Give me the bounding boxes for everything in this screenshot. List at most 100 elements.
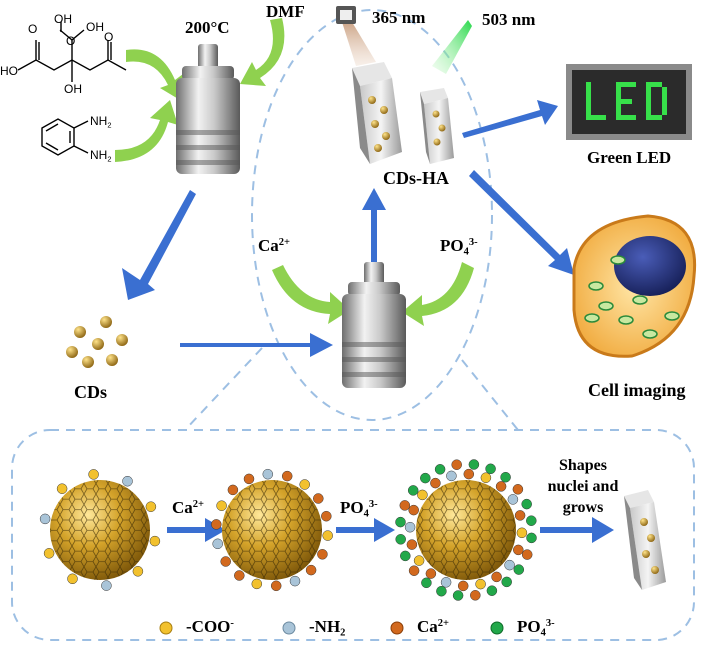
- nh2-group-dot: [440, 577, 452, 588]
- nh2-group-dot: [101, 580, 112, 591]
- temperature-label: 200°C: [185, 18, 230, 37]
- cd-sphere-2: [222, 480, 322, 580]
- calcium-ion-dot: [211, 519, 222, 530]
- uv-lamp-icon: [336, 6, 376, 66]
- phosphate-ion-dot: [526, 532, 537, 544]
- phosphate-ion-dot: [486, 585, 498, 596]
- calcium-ion-dot: [491, 571, 502, 583]
- green-light-icon: [432, 20, 472, 74]
- dmf-label: DMF: [266, 2, 305, 21]
- calcium-ion-dot: [406, 539, 418, 550]
- mechanism-box: [11, 429, 695, 641]
- phosphate-ion-dot: [434, 464, 446, 475]
- phenylenediamine-structure: [41, 118, 89, 156]
- calcium-ion-dot: [234, 570, 245, 581]
- cd-sphere-1: [50, 480, 150, 580]
- led-panel-icon: [566, 64, 692, 140]
- coo-group-dot: [149, 535, 161, 547]
- nh2-group-dot: [507, 494, 519, 505]
- calcium-ion-dot: [512, 484, 524, 495]
- legend-po4: PO43-: [517, 617, 555, 639]
- phosphate-ion-dot: [513, 564, 525, 575]
- mech-phosphate-label: PO43-: [340, 498, 378, 520]
- surface-groups: [39, 459, 537, 601]
- synthesis-ellipse: [251, 9, 493, 421]
- chem-oh: OH: [86, 20, 104, 34]
- calcium-ion-dot: [408, 565, 420, 576]
- calcium-ion-dot: [425, 568, 437, 579]
- calcium-ion-dot: [399, 500, 411, 511]
- coo-group-dot: [516, 527, 528, 539]
- cds-label: CDs: [74, 382, 108, 402]
- legend-nh2: -NH2: [309, 617, 346, 639]
- phosphate-ion-dot: [395, 534, 406, 545]
- coo-group-dot: [132, 566, 144, 577]
- chem-nh2-top: NH2: [90, 114, 112, 130]
- chem-o-right: O: [104, 30, 114, 44]
- nh2-group-dot: [446, 470, 457, 482]
- coo-group-dot: [475, 578, 486, 590]
- calcium-ion-dot: [495, 481, 507, 492]
- phosphate-ion-dot: [407, 485, 419, 496]
- final-crystal-icon: [624, 490, 666, 590]
- calcium-ion-dot: [305, 564, 317, 576]
- coo-group-dot: [56, 483, 68, 494]
- autoclave-icon: [176, 44, 240, 174]
- phosphate-ion-dot: [421, 577, 432, 589]
- calcium-label: Ca2+: [258, 236, 291, 255]
- calcium-ion-dot: [521, 549, 533, 560]
- green-led-label: Green LED: [587, 148, 672, 167]
- phosphate-ion-dot: [485, 463, 496, 475]
- nh2-group-dot: [212, 538, 223, 550]
- coo-group-dot: [145, 501, 157, 512]
- cell-icon: [572, 214, 697, 358]
- calcium-ion-dot: [220, 556, 231, 567]
- nh2-group-dot: [289, 575, 301, 587]
- phosphate-ion-dot: [501, 576, 512, 588]
- calcium-ion-dot: [430, 477, 441, 489]
- phosphate-ion-dot: [500, 471, 511, 483]
- phosphate-ion-dot: [420, 472, 431, 484]
- autoclave-icon-2: [342, 262, 406, 388]
- calcium-ion-dot: [408, 504, 419, 516]
- coo-group-dot: [216, 500, 227, 511]
- blue-arrows: [122, 100, 614, 543]
- carbon-dot-icon: [66, 316, 128, 368]
- green-wavelength-label: 503 nm: [482, 10, 536, 29]
- uv-wavelength-label: 365 nm: [372, 8, 426, 27]
- calcium-ion-dot: [270, 580, 282, 592]
- coo-group-dot: [299, 479, 310, 490]
- cds-ha-label: CDs-HA: [383, 168, 449, 188]
- cd-sphere-3: [416, 480, 516, 580]
- coo-group-dot: [251, 578, 263, 590]
- coo-group-dot: [480, 472, 492, 483]
- phosphate-ion-dot: [468, 459, 480, 470]
- shapes-label: Shapes nuclei and grows: [547, 457, 619, 516]
- chem-o-mid: O: [66, 34, 76, 48]
- ha-crystal-icon: [352, 62, 454, 164]
- calcium-ion-dot: [463, 468, 475, 480]
- calcium-ion-dot: [317, 549, 328, 560]
- chem-oh-mid: OH: [64, 82, 82, 96]
- coo-group-dot: [88, 469, 99, 480]
- coo-group-dot: [43, 548, 55, 559]
- legend-dots: [159, 621, 504, 635]
- green-arrows-top: [115, 18, 474, 326]
- calcium-ion-dot: [321, 510, 332, 522]
- phosphate-label: PO43-: [440, 236, 478, 258]
- legend-ca: Ca2+: [417, 617, 450, 636]
- calcium-ion-dot: [313, 493, 324, 504]
- zoom-line-left: [184, 347, 263, 431]
- calcium-ion-dot: [451, 459, 462, 470]
- calcium-ion-dot: [281, 470, 293, 482]
- phosphate-ion-dot: [521, 498, 532, 510]
- phosphate-ion-dot: [400, 550, 411, 562]
- coo-group-dot: [322, 530, 333, 541]
- phosphate-ion-dot: [395, 516, 406, 528]
- cell-imaging-label: Cell imaging: [588, 380, 686, 400]
- phosphate-ion-dot: [436, 585, 447, 597]
- calcium-ion-dot: [470, 590, 481, 601]
- chem-o: O: [28, 22, 38, 36]
